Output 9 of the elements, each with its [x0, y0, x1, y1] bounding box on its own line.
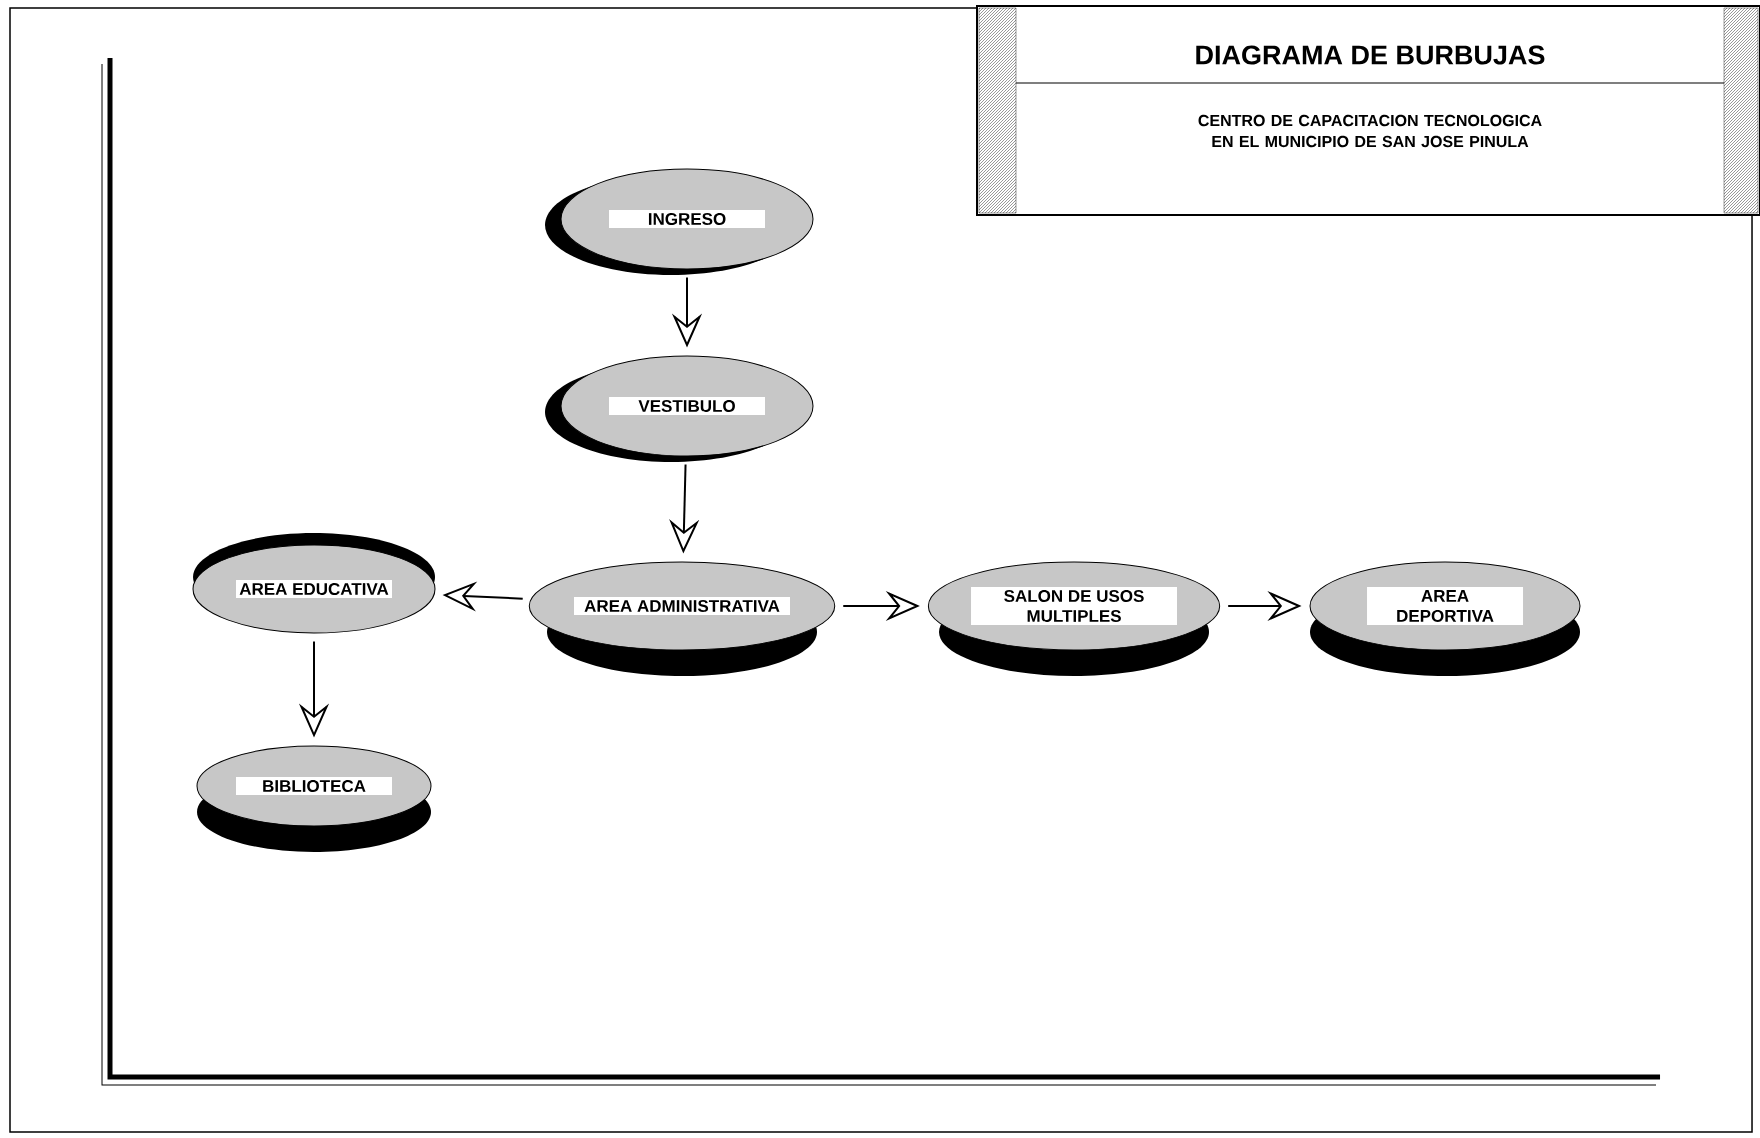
bubble: INGRESO: [545, 168, 814, 275]
bubble: AREA DEPORTIVA: [1309, 561, 1581, 676]
title: DIAGRAMA DE BURBUJAS: [1196, 45, 1545, 65]
subtitle: CENTRO DE CAPACITACION TECNOLOGICA EN EL MUNICIPIO DE SAN JOSE PINULA: [1198, 114, 1542, 148]
bubble: VESTIBULO: [545, 355, 814, 462]
bubble: AREA ADMINISTRATIVA: [528, 561, 836, 676]
bubble: BIBLIOTECA: [196, 745, 432, 852]
bubble: SALON DE USOS MULTIPLES: [927, 561, 1221, 676]
bubble: AREA EDUCATIVA: [192, 533, 436, 634]
